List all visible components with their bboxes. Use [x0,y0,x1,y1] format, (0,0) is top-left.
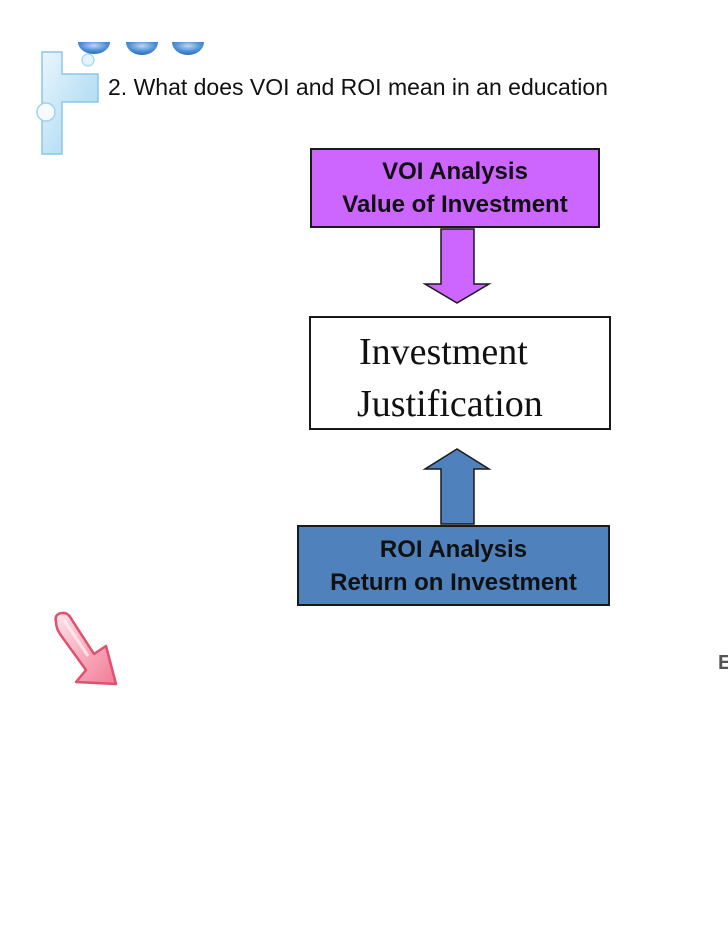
arrow-up-icon [422,448,492,525]
cropped-edge-text: E [718,652,728,674]
dots-icon [78,42,204,55]
slide-title: 2. What does VOI and ROI mean in an educ… [108,74,608,100]
investment-box-line2: Justification [357,383,543,425]
investment-justification-box: Investment Justification [309,316,611,430]
voi-analysis-box: VOI Analysis Value of Investment [310,148,600,228]
pointer-hand-icon [54,611,118,686]
investment-box-line1: Investment [359,331,528,373]
roi-box-title: ROI Analysis [379,535,528,563]
puzzle-icon [36,51,99,155]
voi-box-title: VOI Analysis [382,158,528,185]
header-decoration [36,42,204,155]
arrow-down-icon [422,228,492,304]
roi-box-subtitle: Return on Investment [330,568,577,596]
voi-box-subtitle: Value of Investment [342,191,568,218]
roi-analysis-box: ROI Analysis Return on Investment [297,525,610,606]
